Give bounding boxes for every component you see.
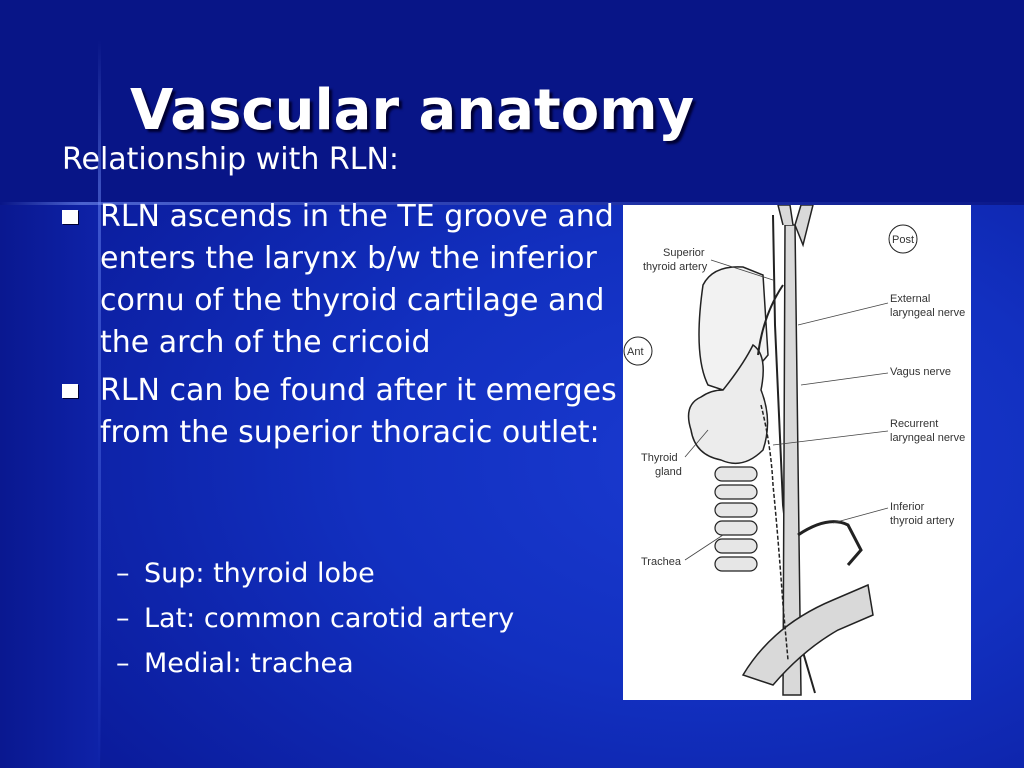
label-superior-thyroid-artery-1: Superior (663, 247, 705, 259)
dash-bullet: – (116, 603, 130, 634)
top-band (0, 0, 1024, 205)
bullet-item: RLN can be found after it emerges from t… (62, 370, 622, 454)
anatomy-figure: Post Ant Superior thyroid artery Externa… (623, 205, 971, 700)
label-thyroid-gland-2: gland (655, 466, 682, 478)
square-bullet-icon (62, 210, 78, 224)
subclavian-artery-shape (741, 583, 874, 686)
label-inferior-thyroid-artery-1: Inferior (890, 501, 925, 513)
ant-marker-icon (623, 336, 653, 366)
intro-text: Relationship with RLN: (62, 142, 399, 177)
label-superior-thyroid-artery-2: thyroid artery (643, 261, 708, 273)
bullet-item: RLN ascends in the TE groove and enters … (62, 196, 622, 364)
ant-label: Ant (627, 346, 644, 358)
sub-bullet-text: Sup: thyroid lobe (144, 558, 375, 589)
bullet-text: RLN can be found after it emerges from t… (100, 373, 617, 450)
sub-bullet-item: –Lat: common carotid artery (116, 601, 514, 646)
sub-bullet-list: –Sup: thyroid lobe –Lat: common carotid … (116, 556, 514, 691)
carotid-bifurcation (777, 205, 814, 248)
sub-bullet-item: –Medial: trachea (116, 646, 514, 691)
leader-lines (684, 259, 889, 561)
recurrent-laryngeal-nerve-line (760, 404, 789, 661)
label-thyroid-gland-1: Thyroid (641, 452, 678, 464)
bullet-text: RLN ascends in the TE groove and enters … (100, 199, 614, 360)
sub-bullet-item: –Sup: thyroid lobe (116, 556, 514, 601)
anatomy-diagram: Post Ant Superior thyroid artery Externa… (623, 205, 965, 696)
label-external-laryngeal-nerve-1: External (890, 293, 930, 305)
trachea-rings (714, 466, 758, 572)
label-recurrent-laryngeal-nerve-2: laryngeal nerve (890, 432, 965, 444)
label-inferior-thyroid-artery-2: thyroid artery (890, 515, 955, 527)
thyroid-gland-shape (687, 343, 769, 465)
label-recurrent-laryngeal-nerve-1: Recurrent (890, 418, 938, 430)
post-label: Post (892, 234, 914, 246)
label-external-laryngeal-nerve-2: laryngeal nerve (890, 307, 965, 319)
slide-title: Vascular anatomy (130, 78, 695, 143)
sub-bullet-text: Lat: common carotid artery (144, 603, 515, 634)
dash-bullet: – (116, 558, 130, 589)
label-trachea: Trachea (641, 556, 682, 568)
sub-bullet-text: Medial: trachea (144, 648, 354, 679)
post-marker-icon (888, 224, 918, 254)
decorative-horizontal-line (0, 202, 1024, 205)
bullet-list: RLN ascends in the TE groove and enters … (62, 196, 622, 460)
square-bullet-icon (62, 384, 78, 398)
decorative-vertical-line (98, 40, 101, 768)
inferior-thyroid-artery-line (797, 520, 863, 566)
label-vagus-nerve: Vagus nerve (890, 366, 951, 378)
dash-bullet: – (116, 648, 130, 679)
left-band (0, 205, 100, 768)
superior-thyroid-artery-line (757, 284, 784, 356)
